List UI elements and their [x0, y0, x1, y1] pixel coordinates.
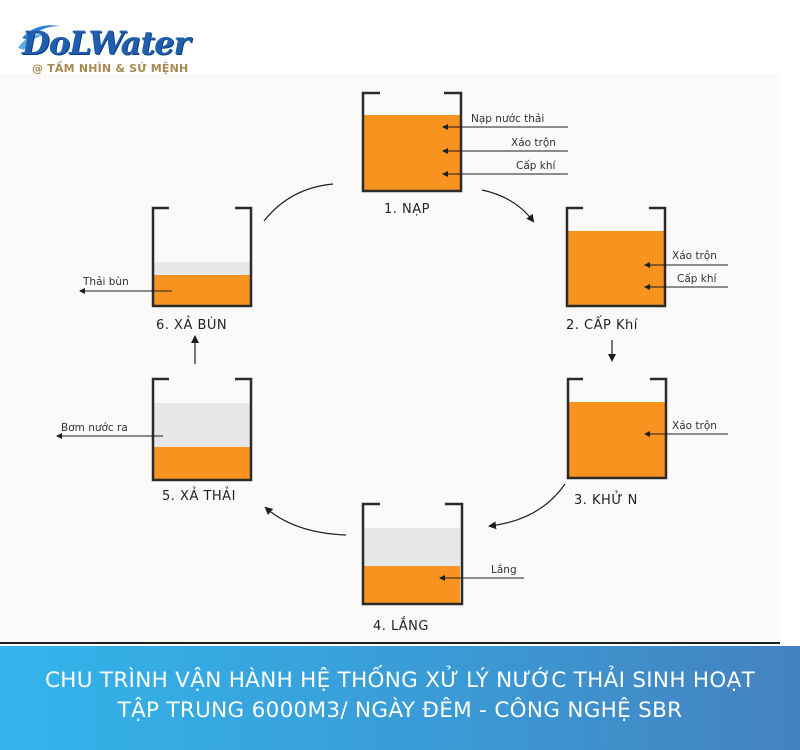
wave-icon	[18, 25, 60, 50]
brand-tagline: @ TẦM NHÌN & SỨ MỆNH	[32, 62, 189, 75]
tank-6-xa-bun	[79, 206, 253, 308]
tank-2-cap-khi	[565, 206, 728, 308]
note-cap-khi: Cấp khí	[677, 273, 717, 285]
brand-logo: DoLWater @ TẦM NHÌN & SỨ MỆNH	[14, 18, 244, 78]
stage-2-label: 2. CẤP Khí	[566, 318, 638, 333]
tank-5-xa-thai	[56, 377, 253, 482]
note-xao-tron: Xáo trộn	[511, 137, 556, 149]
sbr-cycle-diagram	[56, 91, 728, 606]
brand-name: DoLWater	[22, 24, 190, 62]
divider	[0, 642, 780, 644]
note-cap-khi: Cấp khí	[516, 160, 556, 172]
stage-4-label: 4. LẮNG	[373, 619, 429, 634]
note-thai-bun: Thải bùn	[83, 276, 129, 288]
stage-3-label: 3. KHỬ N	[574, 493, 638, 508]
note-xao-tron: Xáo trộn	[672, 420, 717, 432]
caption-banner: CHU TRÌNH VẬN HÀNH HỆ THỐNG XỬ LÝ NƯỚC T…	[0, 646, 800, 750]
note-nap-nuoc-thai: Nạp nước thải	[471, 113, 545, 125]
arrow-1-to-2	[481, 189, 535, 223]
stage-6-label: 6. XẢ BÙN	[156, 318, 228, 333]
cycle-arrows	[191, 183, 616, 536]
note-bom-nuoc-ra: Bơm nước ra	[61, 422, 128, 434]
arrow-3-to-4	[488, 483, 566, 530]
caption-line-1: CHU TRÌNH VẬN HÀNH HỆ THỐNG XỬ LÝ NƯỚC T…	[44, 668, 756, 693]
arrow-6-to-1	[263, 183, 334, 222]
stage-5-label: 5. XẢ THẢI	[162, 489, 236, 504]
arrow-4-to-5	[264, 506, 347, 536]
note-xao-tron: Xáo trộn	[672, 250, 717, 262]
tank-4-lang	[361, 502, 524, 606]
caption-line-2: TẬP TRUNG 6000M3/ NGÀY ĐÊM - CÔNG NGHỆ S…	[117, 698, 683, 723]
stage-1-label: 1. NẠP	[384, 202, 430, 217]
tank-1-nap	[361, 91, 568, 193]
tank-3-khu-n	[566, 377, 728, 480]
note-lang: Lắng	[491, 564, 517, 576]
